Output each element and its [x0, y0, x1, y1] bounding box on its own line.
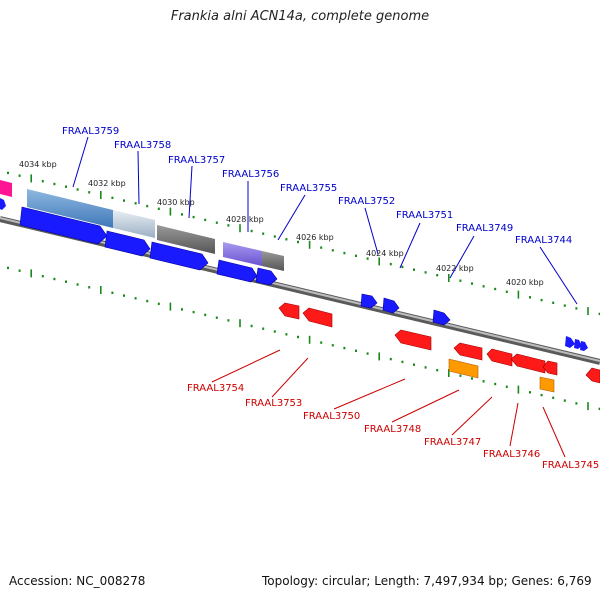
label-fraal3747[interactable]: FRAAL3747: [424, 437, 481, 448]
gene-fraal3744: [565, 336, 575, 348]
scale-label-4024: 4024 kbp: [366, 249, 404, 258]
gene-fraal3749: [432, 309, 451, 326]
scale-label-4026: 4026 kbp: [296, 233, 334, 242]
gene-fraal3752: [360, 293, 378, 309]
reverse-leaders: [211, 349, 566, 458]
label-fraal3750[interactable]: FRAAL3750: [303, 411, 360, 422]
label-fraal3746[interactable]: FRAAL3746: [483, 449, 540, 460]
scale-label-4034: 4034 kbp: [19, 160, 57, 169]
scale-ticks: [7, 171, 600, 411]
band-purple: [223, 242, 262, 266]
scale-label-4028: 4028 kbp: [226, 215, 264, 224]
label-fraal3759[interactable]: FRAAL3759: [62, 126, 119, 137]
label-fraal3755[interactable]: FRAAL3755: [280, 183, 337, 194]
gene-fraal3757: [149, 241, 209, 271]
scale-label-4030: 4030 kbp: [157, 198, 195, 207]
label-fraal3744[interactable]: FRAAL3744: [515, 235, 572, 246]
label-fraal3752[interactable]: FRAAL3752: [338, 196, 395, 207]
gene-fraal3754: [278, 302, 300, 320]
scale-labels: 4034 kbp 4032 kbp 4030 kbp 4028 kbp 4026…: [19, 160, 544, 287]
scale-label-4020: 4020 kbp: [506, 278, 544, 287]
accession-text: Accession: NC_008278: [9, 574, 146, 588]
label-fraal3756[interactable]: FRAAL3756: [222, 169, 279, 180]
gene-fraal3745: [510, 353, 546, 374]
gene-fraal3759: [19, 206, 108, 245]
band-gray-2: [262, 251, 284, 271]
gene-fraal3746: [486, 348, 513, 367]
reverse-gene-labels: FRAAL3754 FRAAL3753 FRAAL3750 FRAAL3748 …: [187, 383, 599, 471]
feature-bands: [0, 180, 284, 271]
gene-fraal3755: [255, 267, 278, 286]
gene-fraal3748: [453, 342, 483, 361]
band-gray-1: [157, 225, 215, 254]
gene-fraal3758: [104, 230, 151, 257]
label-fraal3758[interactable]: FRAAL3758: [114, 140, 171, 151]
scale-label-4032: 4032 kbp: [88, 179, 126, 188]
forward-gene-labels: FRAAL3759 FRAAL3758 FRAAL3757 FRAAL3756 …: [62, 126, 572, 246]
band-blue: [27, 189, 113, 228]
genome-summary-text: Topology: circular; Length: 7,497,934 bp…: [262, 574, 592, 588]
gene-orange-small: [539, 376, 555, 393]
label-fraal3748[interactable]: FRAAL3748: [364, 424, 421, 435]
scale-label-4022: 4022 kbp: [436, 264, 474, 273]
forward-genes: [0, 198, 588, 351]
band-light: [113, 210, 155, 238]
label-fraal3757[interactable]: FRAAL3757: [168, 155, 225, 166]
label-fraal3754[interactable]: FRAAL3754: [187, 383, 244, 394]
gene-red-small: [542, 360, 558, 376]
forward-leaders: [72, 136, 578, 305]
pink-feature: [0, 180, 12, 197]
label-fraal3749[interactable]: FRAAL3749: [456, 223, 513, 234]
gene-fraal3753: [302, 307, 333, 328]
map-title: Frankia alni ACN14a, complete genome: [170, 9, 430, 24]
gene-fraal3750: [394, 329, 432, 351]
gene-left-edge: [0, 198, 6, 210]
gene-fraal3756: [216, 259, 258, 283]
gene-fraal3747: [448, 358, 479, 379]
label-fraal3745[interactable]: FRAAL3745: [542, 460, 599, 471]
gene-red-right-edge: [585, 367, 600, 384]
label-fraal3753[interactable]: FRAAL3753: [245, 398, 302, 409]
gene-fraal3751: [382, 297, 400, 314]
label-fraal3751[interactable]: FRAAL3751: [396, 210, 453, 221]
reverse-genes: [278, 302, 600, 393]
